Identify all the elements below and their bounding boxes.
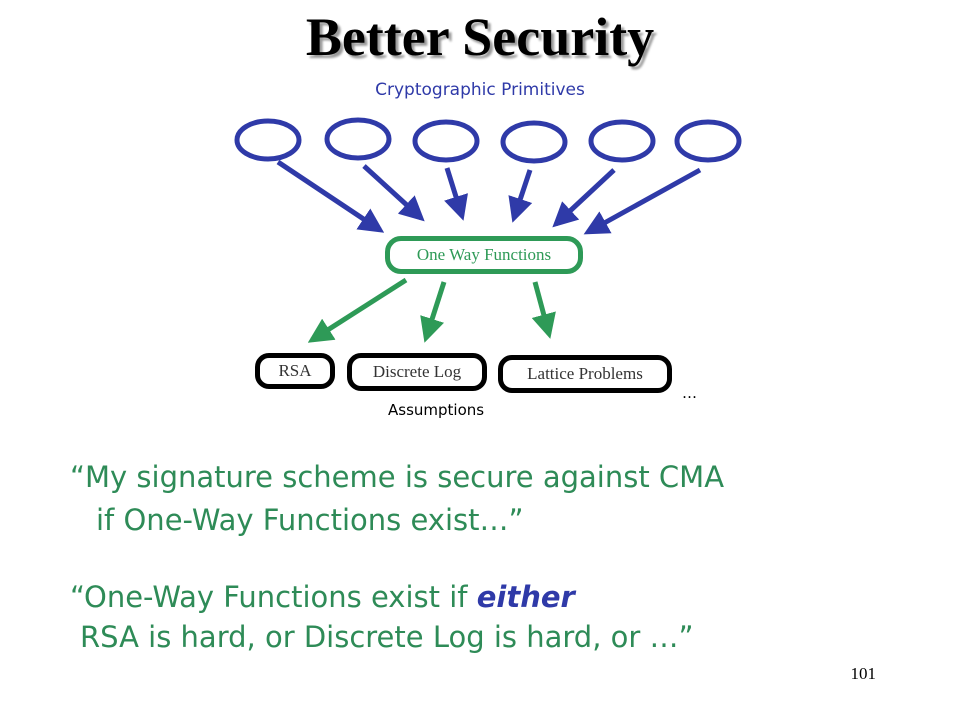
primitive-ellipse-1: [234, 118, 302, 162]
primitive-arrow-4: [508, 169, 533, 223]
primitive-arrow-5: [552, 168, 616, 228]
primitive-ellipse-4: [500, 120, 568, 164]
quote-2-line-2: RSA is hard, or Discrete Log is hard, or…: [80, 620, 694, 654]
one-way-functions-node: One Way Functions: [385, 236, 583, 274]
quote-2-line-1-text: “One-Way Functions exist if: [70, 580, 477, 614]
primitive-ellipse-6: [674, 119, 742, 163]
slide-title: Better Security: [305, 7, 655, 67]
quote-2-line-1: “One-Way Functions exist if either: [70, 580, 575, 614]
quote-1-line-2: if One-Way Functions exist…”: [96, 503, 524, 537]
owf-arrow-discrete-log: [420, 281, 447, 343]
page-number: 101: [850, 664, 877, 683]
more-assumptions-ellipsis: …: [682, 384, 697, 402]
assumption-box-discrete-log: Discrete Log: [347, 353, 487, 391]
owf-arrow-rsa: [307, 277, 408, 343]
quote-1-line-1: “My signature scheme is secure against C…: [70, 460, 725, 494]
assumption-label-discrete-log: Discrete Log: [372, 362, 462, 381]
primitive-arrow-1: [276, 159, 385, 233]
primitive-ellipse-5: [588, 119, 656, 163]
assumption-box-lattice: Lattice Problems: [498, 355, 672, 393]
assumption-label-lattice: Lattice Problems: [527, 364, 643, 383]
assumptions-label: Assumptions: [388, 401, 485, 419]
slide-subtitle: Cryptographic Primitives: [375, 80, 585, 100]
emphasis-either: either: [476, 580, 575, 614]
primitive-arrow-6: [583, 167, 702, 235]
primitive-ellipse-3: [412, 119, 480, 163]
owf-arrow-lattice: [531, 281, 556, 339]
assumption-label-rsa: RSA: [278, 361, 312, 380]
primitive-ellipse-2: [324, 117, 392, 161]
primitive-arrow-2: [362, 164, 425, 222]
one-way-functions-label: One Way Functions: [416, 245, 552, 264]
primitive-arrow-3: [444, 167, 468, 221]
assumption-box-rsa: RSA: [255, 353, 335, 389]
